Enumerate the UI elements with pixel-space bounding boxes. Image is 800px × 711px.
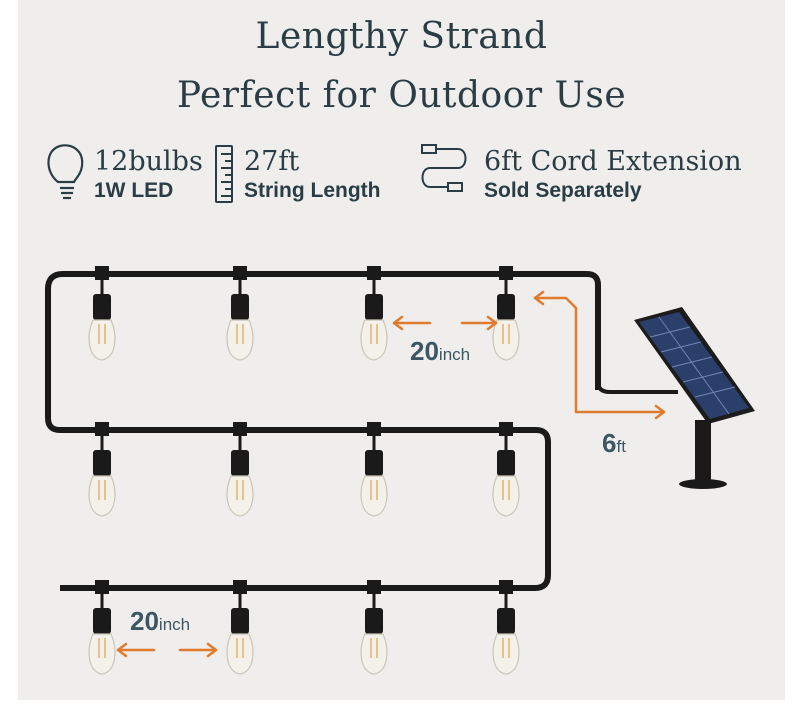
bulb bbox=[492, 266, 520, 361]
spec-bulbs-count: 12bulbs bbox=[94, 146, 203, 177]
bulb bbox=[360, 266, 388, 361]
illustration bbox=[45, 144, 755, 675]
bulb bbox=[226, 580, 254, 675]
bulb bbox=[88, 422, 116, 517]
ruler-icon bbox=[215, 145, 233, 203]
spec-length: 27ft String Length bbox=[244, 146, 380, 204]
spec-bulbs-wattage: 1W LED bbox=[94, 179, 174, 202]
bulb bbox=[88, 580, 116, 675]
dimension-cable-value: 6 bbox=[602, 428, 617, 458]
extension-cord-icon bbox=[421, 144, 467, 192]
spec-length-value: 27ft bbox=[244, 146, 300, 177]
bulb bbox=[88, 266, 116, 361]
dimension-label-bottom: 20inch bbox=[130, 606, 190, 637]
bulbs-group bbox=[88, 266, 520, 675]
bulb bbox=[492, 580, 520, 675]
solar-panel bbox=[634, 307, 755, 489]
dimension-top-value: 20 bbox=[410, 336, 439, 366]
dimension-bottom-unit: inch bbox=[158, 615, 191, 634]
spec-bulbs: 12bulbs 1W LED bbox=[94, 146, 203, 204]
dimension-arrows bbox=[116, 290, 666, 658]
product-panel: Lengthy Strand Perfect for Outdoor Use bbox=[18, 0, 785, 700]
spec-extension-note: Sold Separately bbox=[484, 179, 642, 202]
spec-length-label: String Length bbox=[244, 179, 381, 202]
bulb bbox=[226, 266, 254, 361]
bulb bbox=[226, 422, 254, 517]
dimension-bottom-value: 20 bbox=[130, 606, 159, 636]
heading-line-1: Lengthy Strand bbox=[255, 16, 548, 57]
dimension-top-unit: inch bbox=[438, 345, 471, 364]
bulb-icon bbox=[47, 144, 84, 200]
spec-extension: 6ft Cord Extension Sold Separately bbox=[484, 146, 742, 204]
spec-extension-title: 6ft Cord Extension bbox=[484, 146, 742, 177]
bulb bbox=[360, 580, 388, 675]
light-string-cable bbox=[45, 271, 678, 591]
bulb bbox=[360, 422, 388, 517]
dimension-label-top: 20inch bbox=[410, 336, 470, 367]
heading-line-2: Perfect for Outdoor Use bbox=[176, 75, 627, 116]
dimension-label-cable: 6ft bbox=[602, 428, 626, 459]
bulb bbox=[492, 422, 520, 517]
dimension-cable-unit: ft bbox=[616, 437, 626, 456]
